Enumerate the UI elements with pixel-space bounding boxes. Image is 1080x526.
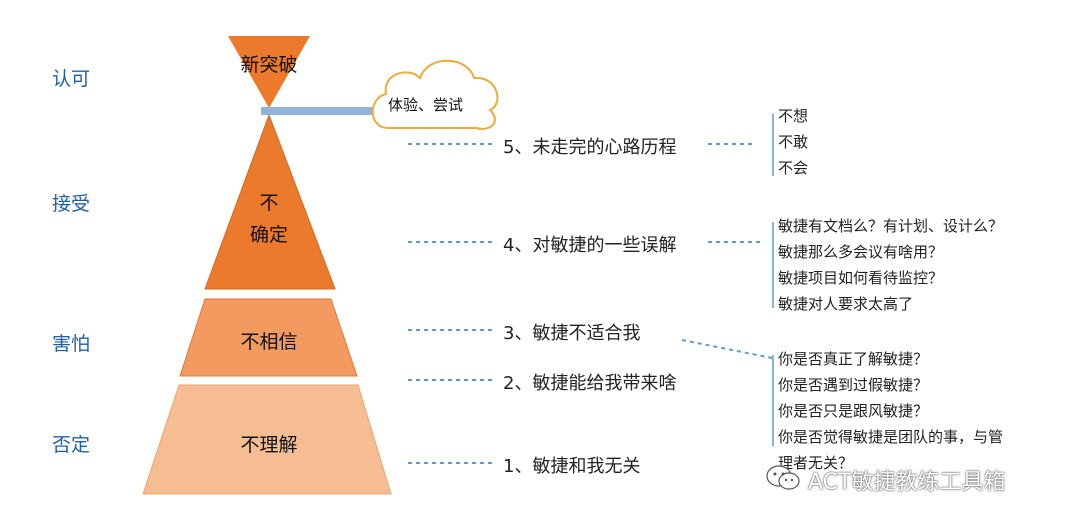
- stage-label-approve: 认可: [52, 68, 91, 90]
- stage-label-deny: 否定: [52, 434, 91, 456]
- distrust-trapezoid: [179, 298, 358, 377]
- not-understand-label: 不理解: [240, 434, 298, 456]
- list-item: 你是否遇到过假敏捷？: [778, 376, 929, 394]
- step-2: 2、敏捷能给我带来啥: [503, 373, 677, 394]
- step3-right-dash: [681, 339, 773, 359]
- list-item: 你是否觉得敏捷是团队的事，与管: [778, 428, 1004, 446]
- distrust-label: 不相信: [240, 331, 298, 353]
- list-item: 敏捷那么多会议有啥用？: [778, 243, 944, 261]
- step-1: 1、敏捷和我无关: [503, 456, 641, 477]
- list-item: 你是否只是跟风敏捷？: [778, 402, 929, 420]
- cloud-label: 体验、尝试: [388, 96, 464, 114]
- stage-label-accept: 接受: [52, 193, 91, 215]
- breakthrough-bar: [261, 107, 373, 115]
- watermark: ACT敏捷教练工具箱: [808, 470, 1006, 495]
- stage-label-fear: 害怕: [52, 333, 91, 355]
- uncertain-triangle: [204, 113, 336, 290]
- list-item: 敏捷对人要求太高了: [778, 295, 914, 313]
- list-item: 不会: [778, 159, 809, 177]
- list-item: 理者无关？: [778, 454, 854, 472]
- uncertain-label-line1: 不: [259, 192, 279, 214]
- step5-list: 不想 不敢 不会: [778, 103, 808, 181]
- list-item: 敏捷项目如何看待监控？: [778, 269, 944, 287]
- step3-list: 你是否真正了解敏捷？ 你是否遇到过假敏捷？ 你是否只是跟风敏捷？ 你是否觉得敏捷…: [778, 346, 1003, 476]
- list-item: 你是否真正了解敏捷？: [778, 350, 929, 368]
- cloud-shape: [371, 59, 499, 130]
- top-label: 新突破: [240, 54, 298, 76]
- list-item: 不敢: [778, 133, 809, 151]
- step-4: 4、对敏捷的一些误解: [503, 235, 677, 256]
- wechat-icon: [766, 465, 800, 490]
- step-5: 5、未走完的心路历程: [503, 137, 677, 158]
- list-item: 不想: [778, 107, 809, 125]
- step4-list: 敏捷有文档么？有计划、设计么？ 敏捷那么多会议有啥用？ 敏捷项目如何看待监控？ …: [778, 213, 1003, 317]
- top-triangle: [228, 36, 310, 108]
- list-item: 敏捷有文档么？有计划、设计么？: [778, 217, 1004, 235]
- not-understand-trapezoid: [142, 384, 392, 495]
- step-3: 3、敏捷不适合我: [503, 323, 641, 344]
- uncertain-label-line2: 确定: [249, 224, 288, 246]
